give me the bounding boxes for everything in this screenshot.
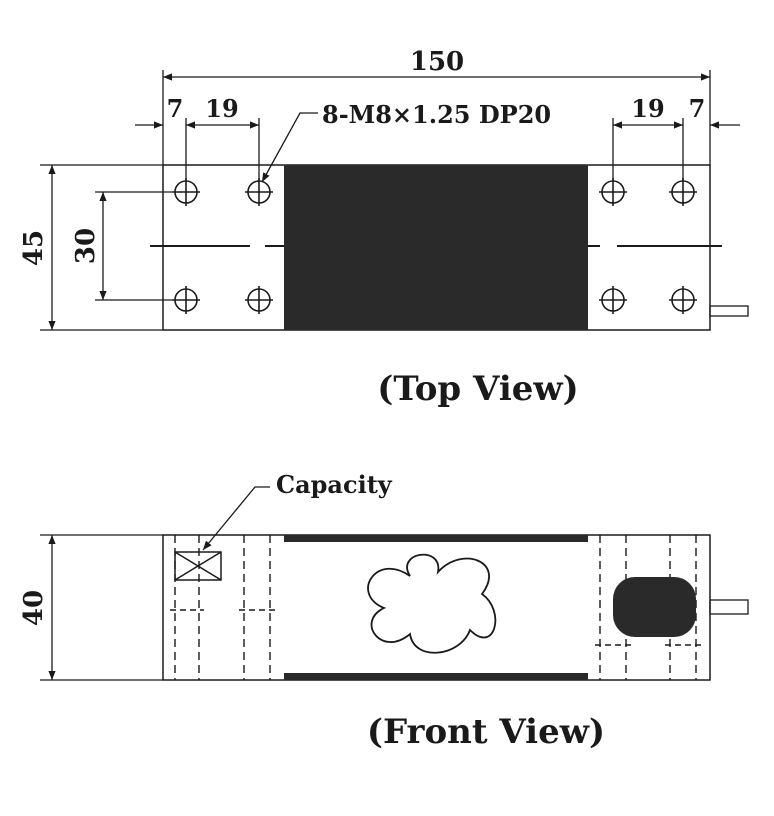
dim-hole-spacing-label: 30 xyxy=(71,228,101,264)
dim-right-edge-label: 7 xyxy=(689,94,706,123)
dim-left-pitch xyxy=(135,118,260,180)
hole-tl1 xyxy=(172,178,200,206)
top-view-caption: (Top View) xyxy=(377,369,578,409)
hole-tr2 xyxy=(669,178,697,206)
dim-left-edge-label: 7 xyxy=(167,94,184,123)
dim-right-pitch xyxy=(612,118,740,180)
dim-width xyxy=(40,164,163,331)
top-cover-plate xyxy=(284,165,588,330)
cable-gland xyxy=(613,577,696,637)
mounting-holes xyxy=(172,178,697,314)
hole-tl2 xyxy=(245,178,273,206)
hole-br1 xyxy=(599,286,627,314)
front-view xyxy=(40,486,749,681)
clover-cutout xyxy=(367,553,497,654)
dim-width-label: 45 xyxy=(19,230,49,266)
hole-tr1 xyxy=(599,178,627,206)
dim-right-pitch-label: 19 xyxy=(631,94,664,123)
dim-overall-length-label: 150 xyxy=(410,47,464,77)
front-bottom-flexure xyxy=(284,673,588,680)
top-view xyxy=(40,70,749,331)
front-view-caption: (Front View) xyxy=(367,712,605,752)
front-left-hidden-holes xyxy=(170,535,275,680)
hole-bl2 xyxy=(245,286,273,314)
capacity-leader xyxy=(202,486,270,551)
hole-callout-leader xyxy=(261,112,318,183)
hole-br2 xyxy=(669,286,697,314)
top-cable xyxy=(709,305,749,317)
front-top-flexure xyxy=(284,535,588,542)
dim-left-pitch-label: 19 xyxy=(205,94,238,123)
dim-overall-length xyxy=(162,70,711,165)
dim-hole-spacing xyxy=(95,191,172,301)
capacity-label: Capacity xyxy=(276,470,393,499)
capacity-mark xyxy=(174,551,222,581)
dim-height-label: 40 xyxy=(19,590,49,626)
front-cable xyxy=(709,599,749,615)
hole-bl1 xyxy=(172,286,200,314)
hole-callout-label: 8-M8×1.25 DP20 xyxy=(322,100,551,129)
dim-height xyxy=(40,534,163,681)
